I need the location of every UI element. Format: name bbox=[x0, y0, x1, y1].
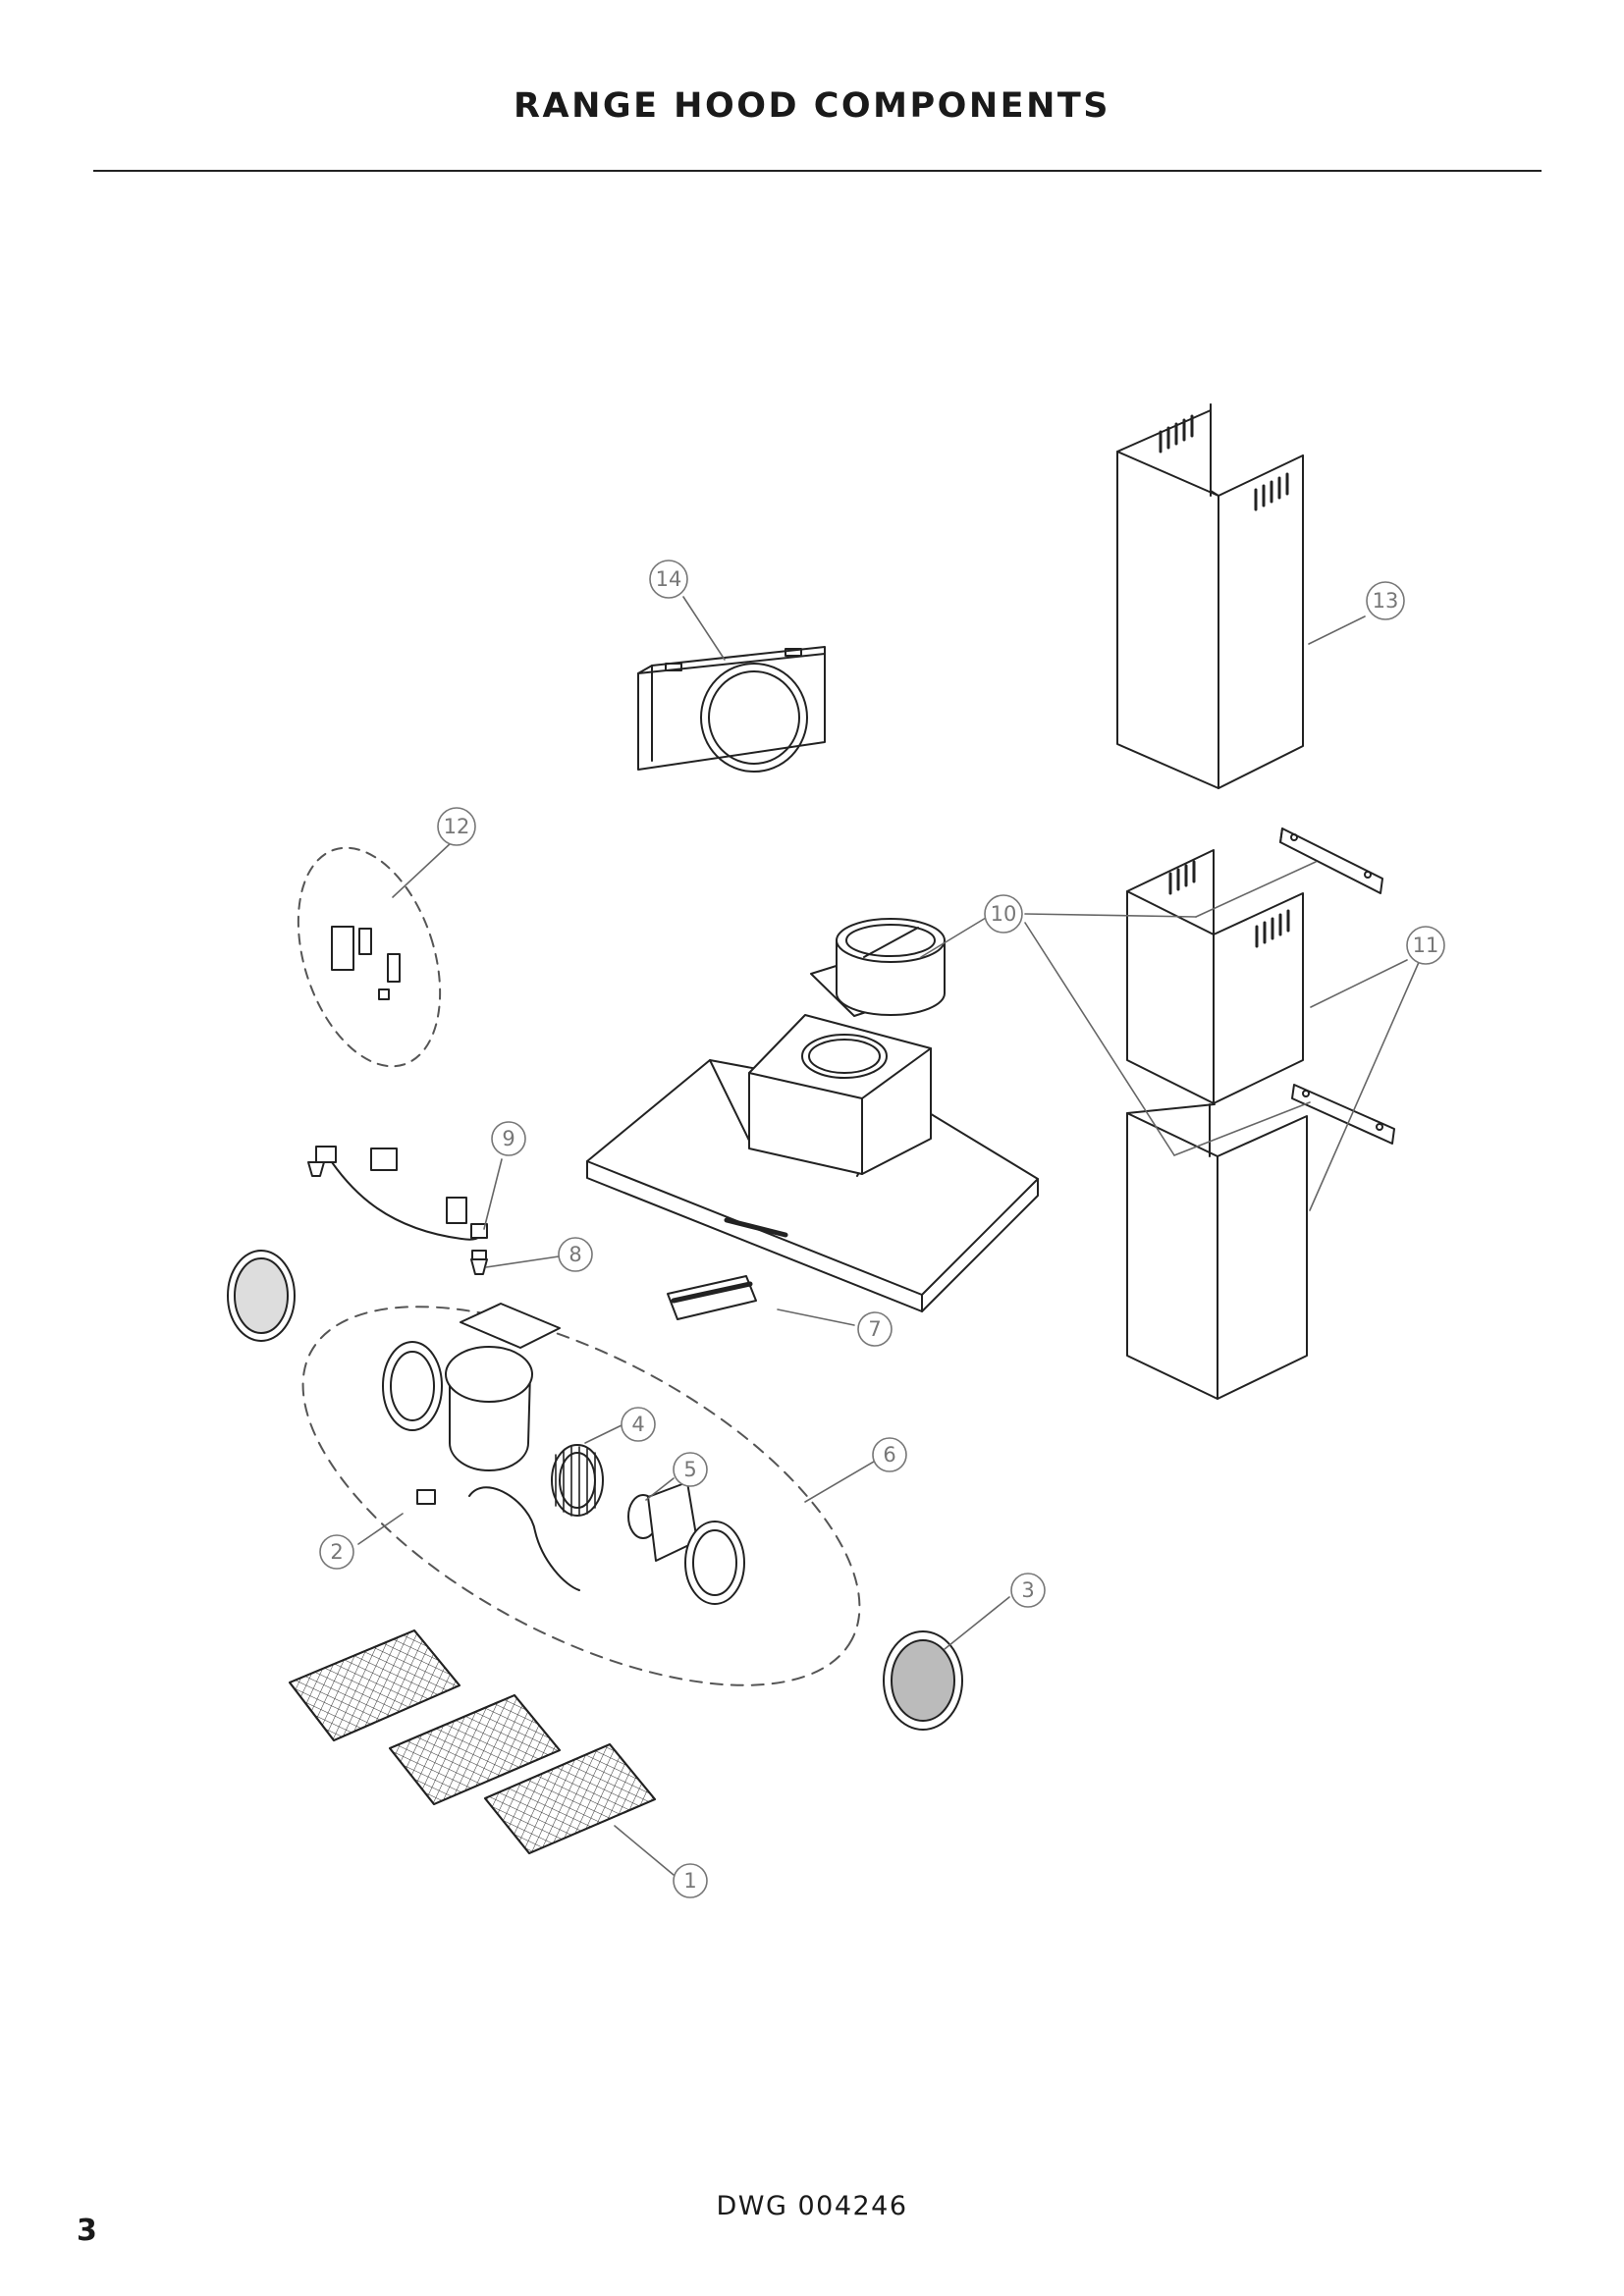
callout-13: 13 bbox=[1366, 581, 1405, 620]
part-grease-filters bbox=[289, 1629, 656, 1854]
page-number: 3 bbox=[77, 2214, 97, 2248]
svg-text:4: 4 bbox=[631, 1413, 644, 1436]
part-upper-bracket bbox=[1279, 828, 1383, 894]
callout-12: 12 bbox=[437, 807, 476, 846]
part-blower-assembly bbox=[301, 1303, 861, 1686]
part-charcoal-filter bbox=[883, 1630, 963, 1731]
callout-2: 2 bbox=[319, 1534, 354, 1570]
part-mounting-brackets bbox=[297, 846, 442, 1068]
svg-text:2: 2 bbox=[330, 1540, 343, 1564]
part-lower-bracket bbox=[1291, 1084, 1395, 1145]
page-title: RANGE HOOD COMPONENTS bbox=[514, 86, 1110, 126]
callout-8: 8 bbox=[558, 1237, 593, 1272]
svg-text:5: 5 bbox=[683, 1458, 696, 1481]
part-upper-flue-cover bbox=[1116, 403, 1304, 789]
svg-text:7: 7 bbox=[868, 1317, 881, 1341]
part-flue-cover-lower bbox=[1126, 1103, 1308, 1400]
svg-text:10: 10 bbox=[991, 902, 1017, 926]
callout-7: 7 bbox=[857, 1311, 893, 1347]
title-rule bbox=[93, 170, 1542, 172]
callout-6: 6 bbox=[872, 1437, 907, 1472]
svg-text:12: 12 bbox=[444, 815, 470, 838]
svg-text:1: 1 bbox=[683, 1869, 696, 1893]
part-control-panel bbox=[667, 1275, 757, 1320]
svg-text:6: 6 bbox=[883, 1443, 895, 1467]
svg-text:11: 11 bbox=[1413, 934, 1439, 957]
leader-lines bbox=[357, 596, 1421, 1876]
part-lamp-wiring bbox=[307, 1146, 488, 1275]
callout-5: 5 bbox=[673, 1452, 708, 1487]
svg-text:13: 13 bbox=[1373, 589, 1399, 613]
callout-1: 1 bbox=[673, 1863, 708, 1898]
drawing-number: DWG 004246 bbox=[716, 2191, 908, 2221]
svg-text:14: 14 bbox=[656, 567, 682, 591]
callout-3: 3 bbox=[1010, 1573, 1046, 1608]
svg-text:3: 3 bbox=[1021, 1578, 1034, 1602]
callout-10: 10 bbox=[984, 894, 1023, 934]
part-duct-adapter bbox=[637, 646, 826, 773]
callout-14: 14 bbox=[649, 560, 688, 599]
part-flue-cover-middle bbox=[1126, 849, 1304, 1104]
part-duct-collar bbox=[810, 918, 946, 1017]
callout-4: 4 bbox=[621, 1407, 656, 1442]
callout-9: 9 bbox=[491, 1121, 526, 1156]
svg-text:9: 9 bbox=[502, 1127, 514, 1150]
part-round-filter-left bbox=[227, 1250, 296, 1342]
svg-text:8: 8 bbox=[568, 1243, 581, 1266]
callout-11: 11 bbox=[1406, 926, 1445, 965]
part-hood-canopy bbox=[586, 1014, 1039, 1312]
